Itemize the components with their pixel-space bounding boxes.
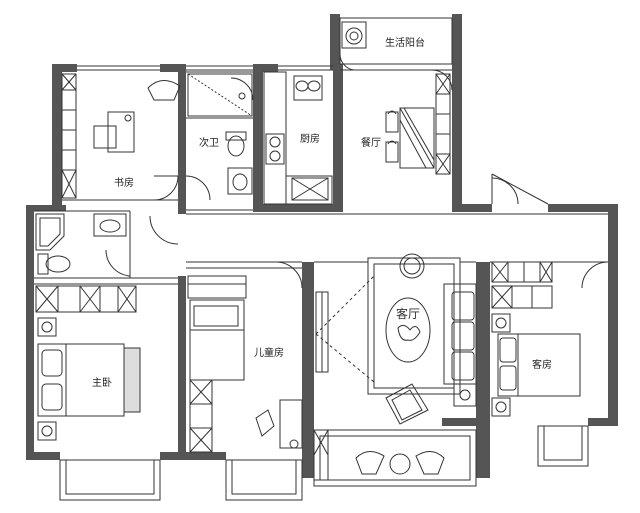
- label-master-bedroom: 主卧: [92, 376, 112, 389]
- rug-logo-text: 客厅: [396, 306, 420, 321]
- label-guest-room: 客房: [532, 358, 552, 371]
- wardrobes: [35, 73, 553, 481]
- rug-logo: 客厅: [396, 306, 421, 341]
- label-kitchen: 厨房: [300, 132, 320, 145]
- label-balcony-utility: 生活阳台: [385, 36, 425, 49]
- label-dining: 餐厅: [361, 136, 381, 149]
- label-study: 书房: [114, 176, 134, 189]
- doors: [105, 53, 609, 289]
- label-kids-room: 儿童房: [254, 346, 284, 359]
- furniture: [35, 21, 581, 475]
- label-guest-bath: 次卫: [199, 136, 219, 149]
- walls: [26, 14, 618, 478]
- room-labels: 生活阳台 书房 次卫 厨房 餐厅 主卧 儿童房 客房: [92, 36, 552, 389]
